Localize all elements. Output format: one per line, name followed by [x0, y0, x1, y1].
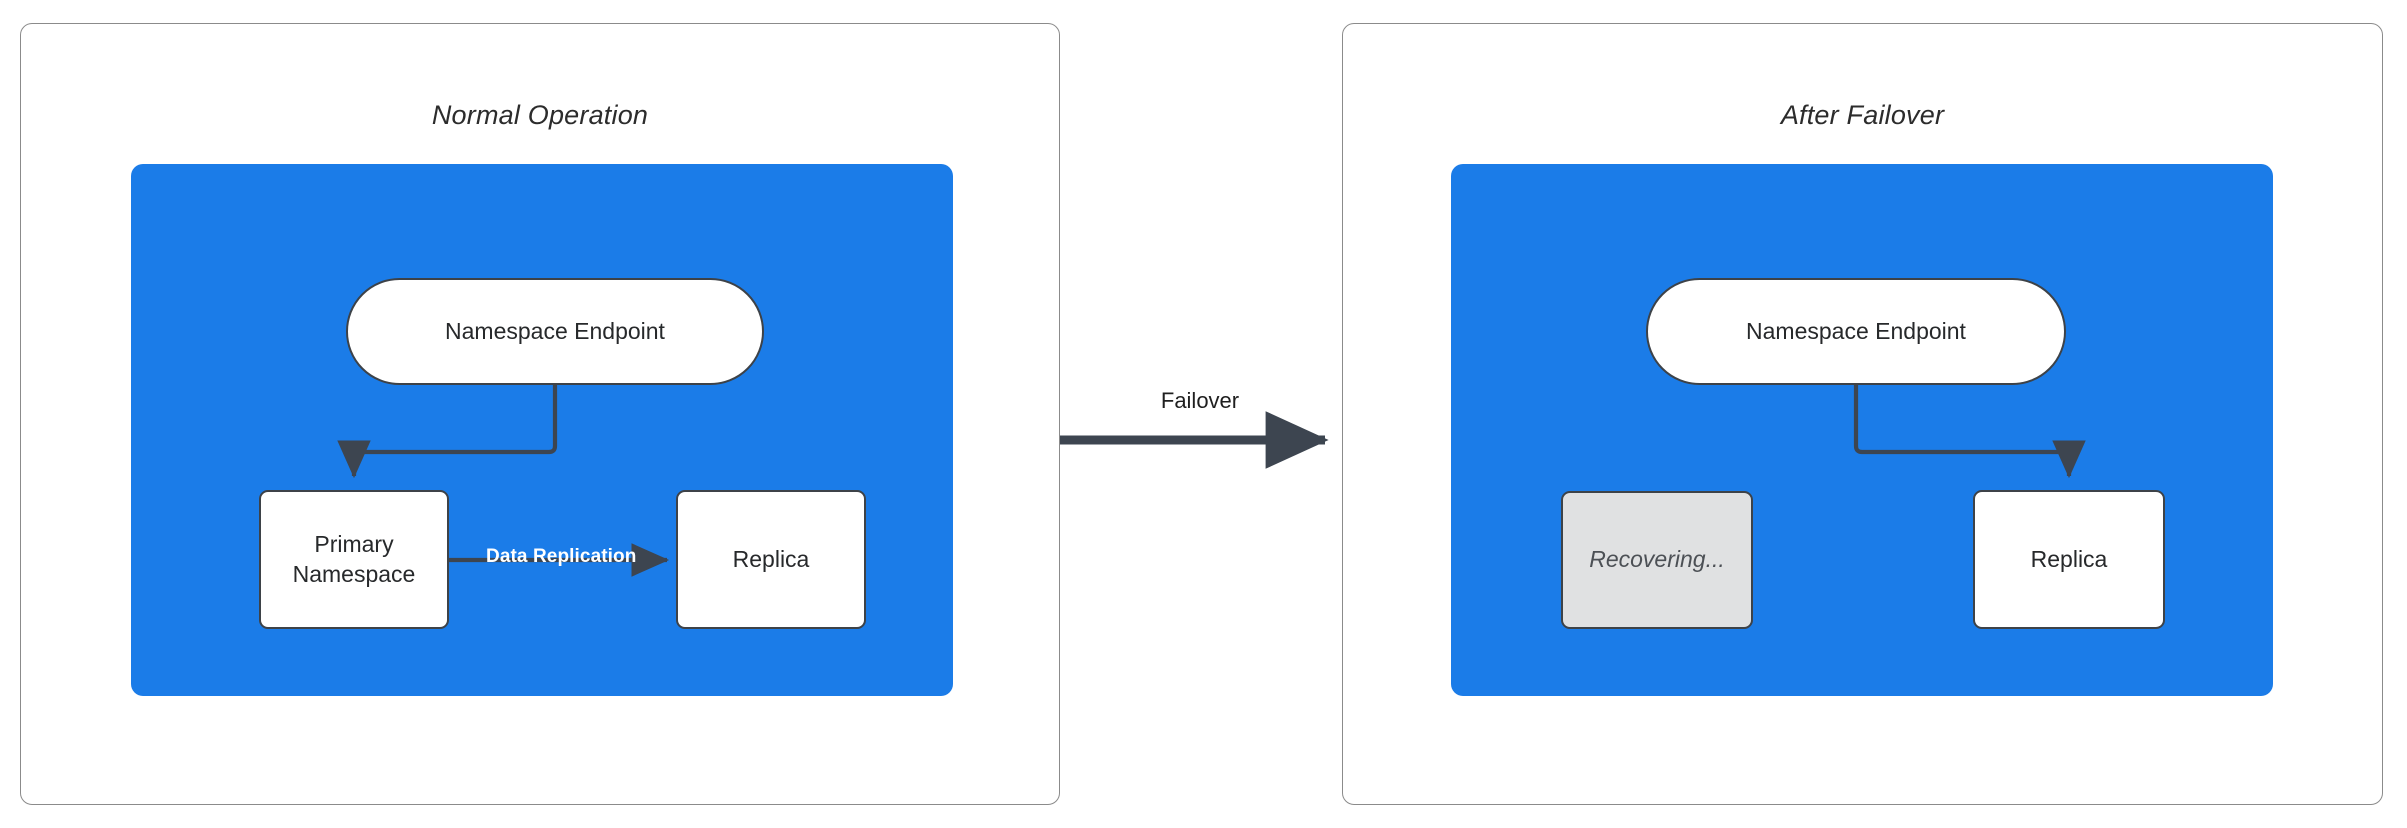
edge-endpoint-to-primary [337, 385, 558, 479]
blue-region-after-failover: Namespace Endpoint Recovering... Replica [1451, 164, 2273, 696]
blue-region-normal-operation: Namespace Endpoint Primary Namespace Rep… [131, 164, 953, 696]
edge-endpoint-to-replica [1853, 385, 2086, 479]
node-label: Namespace Endpoint [445, 318, 665, 345]
panel-title-normal-operation: Normal Operation [431, 100, 649, 130]
node-primary-namespace[interactable]: Primary Namespace [259, 490, 449, 629]
node-label-line-1: Primary [314, 530, 394, 557]
node-label: Recovering... [1589, 546, 1725, 573]
node-namespace-endpoint-normal[interactable]: Namespace Endpoint [346, 278, 764, 385]
node-label: Primary Namespace [293, 530, 416, 590]
node-namespace-endpoint-failover[interactable]: Namespace Endpoint [1646, 278, 2066, 385]
node-label: Replica [732, 545, 810, 572]
panel-normal-operation: Normal Operation Namespace Endpo [20, 23, 1060, 805]
node-replica-failover[interactable]: Replica [1973, 490, 2165, 629]
failover-transition: Failover [1040, 390, 1360, 500]
node-replica-normal[interactable]: Replica [676, 490, 866, 629]
node-label-line-2: Namespace [292, 560, 416, 587]
failover-label: Failover [1160, 388, 1240, 413]
panel-after-failover: After Failover Namespace Endpoint Recove… [1342, 23, 2383, 805]
panel-title-after-failover: After Failover [1780, 100, 1945, 130]
node-recovering[interactable]: Recovering... [1561, 491, 1753, 629]
node-label: Replica [2030, 545, 2108, 572]
node-label: Namespace Endpoint [1746, 318, 1966, 345]
edge-label-data-replication: Data Replication [486, 546, 637, 567]
